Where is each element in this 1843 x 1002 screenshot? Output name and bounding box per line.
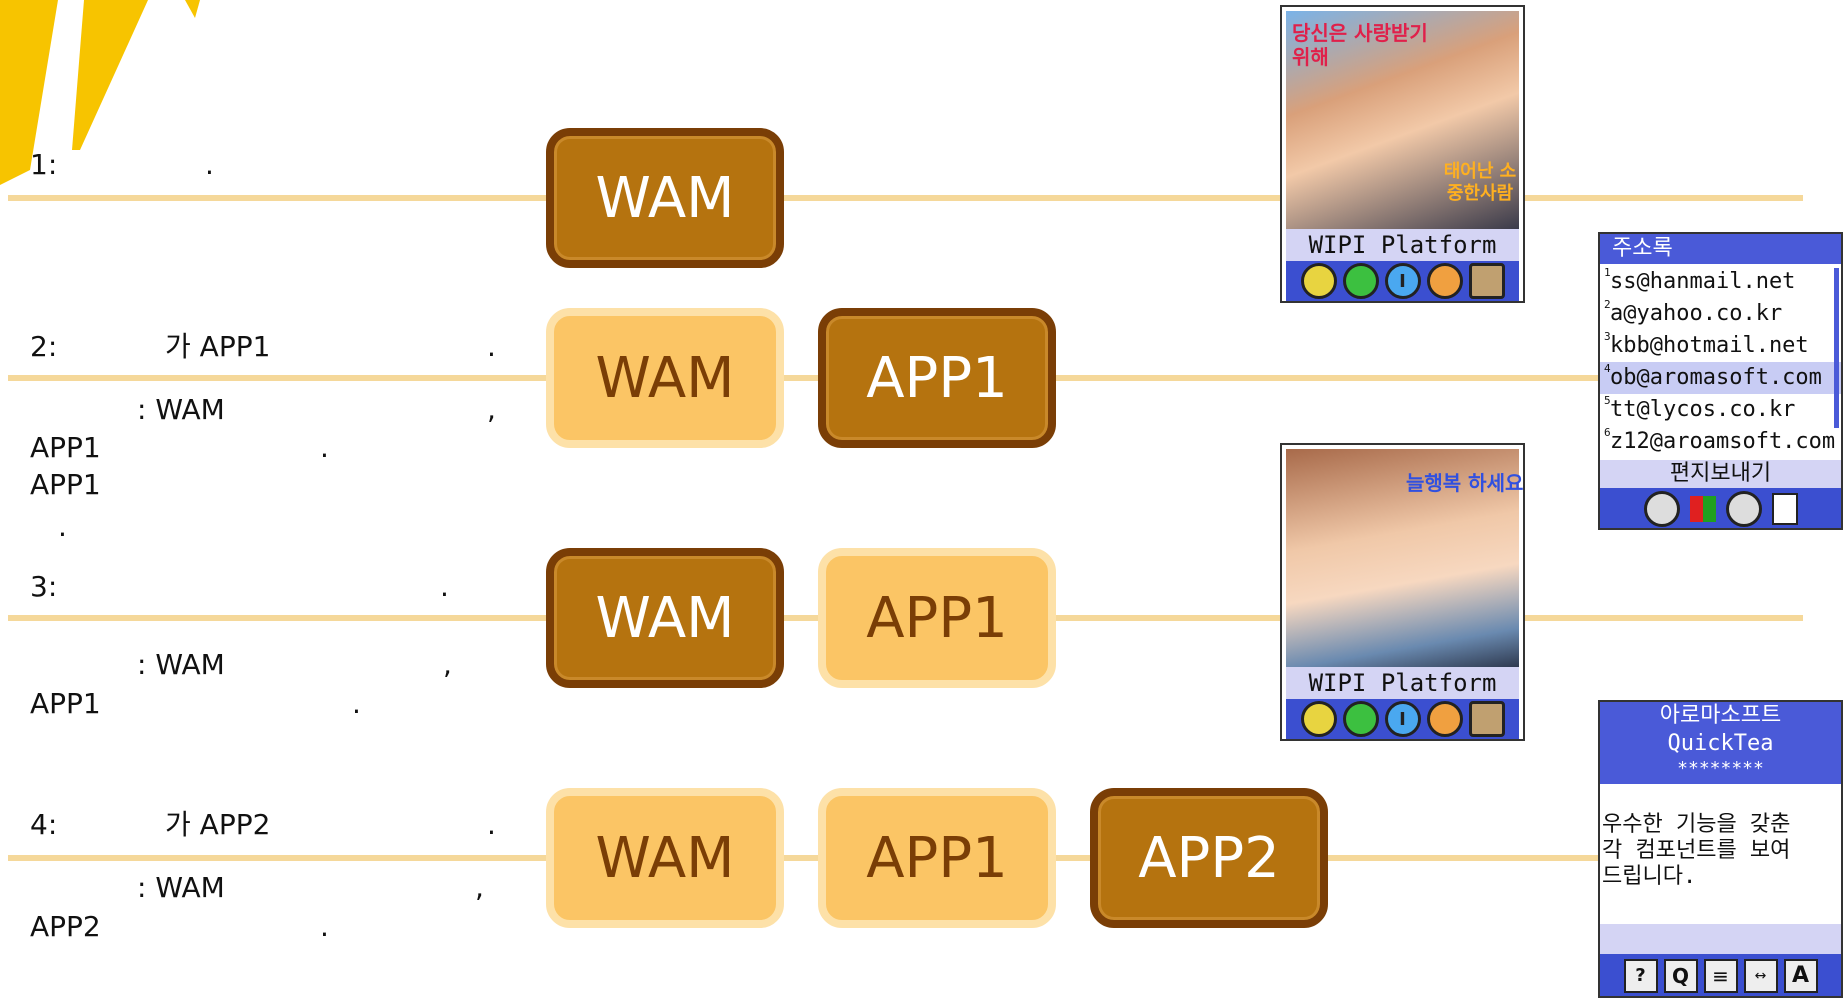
step3-sub1: : WAM — [137, 648, 225, 681]
step3-dot2: . — [352, 687, 361, 720]
step2-sub1: : WAM — [137, 393, 225, 426]
step2-label: 2: — [30, 330, 58, 363]
address-item-selected[interactable]: 4 ob@aromasoft.com — [1600, 362, 1841, 394]
row4-app1-box: APP1 — [818, 788, 1056, 928]
phone-icon-bar-2: I — [1286, 699, 1519, 739]
phone-icon-2[interactable] — [1342, 263, 1379, 299]
address-item[interactable]: 5 tt@lycos.co.kr — [1604, 394, 1796, 422]
banner-bottom-text: 태어난 소중한사람 — [1443, 161, 1517, 204]
address-list: 1 ss@hanmail.net 2 a@yahoo.co.kr 3 kbb@h… — [1600, 266, 1841, 458]
banner-text-2: 늘행복 하세요 — [1406, 471, 1524, 495]
quicktea-spacer — [1600, 924, 1841, 954]
step4-ga: 가 APP2 — [165, 808, 271, 841]
address-item[interactable]: 2 a@yahoo.co.kr — [1604, 298, 1783, 326]
row2-wam-box: WAM — [546, 308, 784, 448]
phone-screen-2: 늘행복 하세요 WIPI Platform I — [1280, 443, 1525, 741]
platform-label-2: WIPI Platform — [1286, 667, 1519, 699]
quicktea-line1: 아로마소프트 — [1659, 703, 1782, 728]
row1-line — [8, 195, 1803, 201]
row4-app2-box: APP2 — [1090, 788, 1328, 928]
step2-ga: 가 APP1 — [165, 330, 271, 363]
step2-dot: . — [487, 330, 496, 363]
quicktea-body: 우수한 기능을 갖춘 각 컴포넌트를 보여 드립니다. — [1602, 812, 1839, 890]
quicktea-toolbar: ? Q ≡ ↔ A — [1600, 954, 1841, 996]
step3-sub2: APP1 — [30, 687, 101, 720]
resize-icon[interactable]: ↔ — [1743, 959, 1778, 993]
row4-line — [8, 855, 1603, 861]
step2-sub3: APP1 — [30, 468, 101, 501]
pointer-help-icon[interactable]: ? — [1623, 959, 1658, 993]
step2-dot3: . — [58, 510, 67, 543]
phone2-icon-2[interactable] — [1342, 701, 1379, 737]
step2-dot2: . — [320, 431, 329, 464]
step3-comma: , — [443, 648, 452, 681]
quicktea-body-line2: 각 컴포넌트를 보여 — [1602, 838, 1791, 863]
phone-icon-1[interactable] — [1300, 263, 1337, 299]
phone-icon-bar: I — [1286, 261, 1519, 301]
step4-sub1: : WAM — [137, 871, 225, 904]
user-icon[interactable] — [1426, 263, 1463, 299]
info-icon[interactable]: I — [1384, 263, 1421, 299]
row2-app1-box: APP1 — [818, 308, 1056, 448]
address-item[interactable]: 3 kbb@hotmail.net — [1604, 330, 1809, 358]
row3-app1-box: APP1 — [818, 548, 1056, 688]
address-email: ss@hanmail.net — [1610, 269, 1796, 294]
step4-comma: , — [475, 871, 484, 904]
document-icon[interactable] — [1771, 493, 1798, 525]
quicktea-password: ******** — [1677, 758, 1764, 779]
font-icon[interactable]: A — [1783, 959, 1818, 993]
q-icon[interactable]: Q — [1663, 959, 1698, 993]
row4-wam-box: WAM — [546, 788, 784, 928]
address-book-screen: 주소록 1 ss@hanmail.net 2 a@yahoo.co.kr 3 k… — [1598, 232, 1843, 530]
phone2-icon-1[interactable] — [1300, 701, 1337, 737]
sun-rays-decoration — [0, 0, 200, 185]
row2-line — [8, 375, 1603, 381]
address-book-title: 주소록 — [1600, 234, 1841, 264]
row1-wam-box: WAM — [546, 128, 784, 268]
row3-wam-box: WAM — [546, 548, 784, 688]
tool-icon[interactable] — [1468, 263, 1505, 299]
quicktea-body-line3: 드립니다. — [1602, 864, 1697, 889]
disk-icon[interactable] — [1725, 491, 1762, 527]
quicktea-body-line1: 우수한 기능을 갖춘 — [1602, 812, 1791, 837]
address-email: kbb@hotmail.net — [1610, 333, 1809, 358]
quicktea-screen: 아로마소프트 QuickTea ******** 우수한 기능을 갖춘 각 컴포… — [1598, 700, 1843, 998]
address-item[interactable]: 1 ss@hanmail.net — [1604, 266, 1796, 294]
mail-icon[interactable] — [1643, 491, 1680, 527]
step3-label: 3: — [30, 570, 58, 603]
address-scrollbar[interactable] — [1834, 268, 1839, 428]
address-item[interactable]: 6 z12@aroamsoft.com — [1604, 426, 1836, 454]
step2-comma: , — [487, 393, 496, 426]
step4-sub2: APP2 — [30, 910, 101, 943]
step1-label: 1: — [30, 148, 58, 181]
address-icon-bar — [1600, 488, 1841, 528]
phone2-info-icon[interactable]: I — [1384, 701, 1421, 737]
address-email: ob@aromasoft.com — [1610, 365, 1822, 390]
wallpaper-image: 당신은 사랑받기위해 태어난 소중한사람 — [1286, 11, 1519, 229]
phone2-tool-icon[interactable] — [1468, 701, 1505, 737]
step2-sub2: APP1 — [30, 431, 101, 464]
step4-dot2: . — [320, 910, 329, 943]
list-icon[interactable]: ≡ — [1703, 959, 1738, 993]
step3-dot: . — [440, 570, 449, 603]
phone2-user-icon[interactable] — [1426, 701, 1463, 737]
banner-top-text: 당신은 사랑받기위해 — [1292, 21, 1428, 69]
step4-dot: . — [487, 808, 496, 841]
phone-screen-1: 당신은 사랑받기위해 태어난 소중한사람 WIPI Platform I — [1280, 5, 1525, 303]
color-icon[interactable] — [1689, 496, 1716, 522]
send-letter-label[interactable]: 편지보내기 — [1600, 460, 1841, 488]
quicktea-header: 아로마소프트 QuickTea ******** — [1600, 702, 1841, 784]
quicktea-line2: QuickTea — [1667, 731, 1774, 756]
platform-label: WIPI Platform — [1286, 229, 1519, 261]
step4-label: 4: — [30, 808, 58, 841]
address-email: z12@aroamsoft.com — [1610, 429, 1836, 454]
step1-dot: . — [205, 148, 214, 181]
wallpaper-image-2: 늘행복 하세요 — [1286, 449, 1523, 667]
address-email: tt@lycos.co.kr — [1610, 397, 1796, 422]
address-email: a@yahoo.co.kr — [1610, 301, 1783, 326]
